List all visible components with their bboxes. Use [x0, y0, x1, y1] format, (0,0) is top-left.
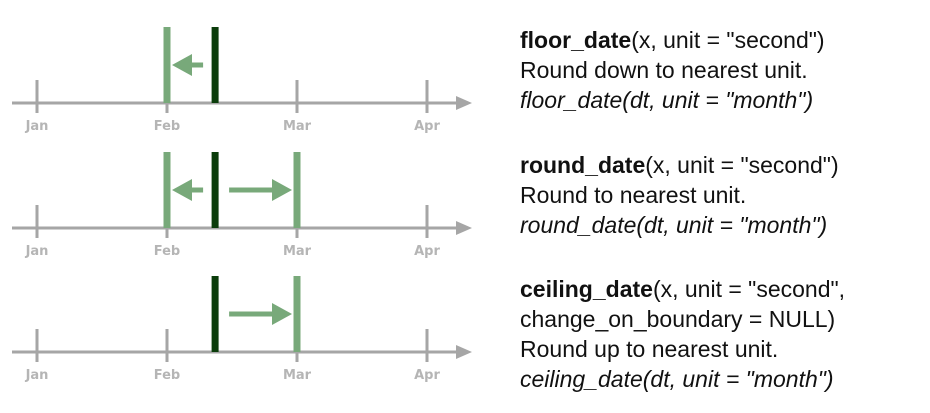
round-date-description: round_date(x, unit = "second") Round to … — [520, 150, 925, 240]
axis-arrowhead — [456, 345, 472, 359]
tick-label: Apr — [414, 368, 440, 383]
ceiling-date-signature: ceiling_date(x, unit = "second", — [520, 274, 925, 304]
arrow-right-head — [272, 303, 292, 325]
function-args-continued: change_on_boundary = NULL) — [520, 306, 836, 332]
function-description: Round up to nearest unit. — [520, 336, 779, 362]
tick-label: Apr — [414, 244, 440, 259]
axis-arrowhead — [456, 221, 472, 235]
function-args: (x, unit = "second") — [631, 27, 825, 53]
ceiling-date-description: ceiling_date(x, unit = "second", change_… — [520, 274, 925, 394]
function-description: Round to nearest unit. — [520, 182, 747, 208]
tick-label: Feb — [154, 244, 180, 259]
tick-label: Jan — [25, 119, 49, 134]
function-example: ceiling_date(dt, unit = "month") — [520, 366, 834, 392]
arrow-right-head — [272, 179, 292, 201]
tick-label: Apr — [414, 119, 440, 134]
tick-label: Feb — [154, 368, 180, 383]
function-example: floor_date(dt, unit = "month") — [520, 87, 814, 113]
tick-label: Jan — [25, 368, 49, 383]
function-name: floor_date — [520, 27, 632, 53]
function-args: (x, unit = "second") — [645, 152, 839, 178]
tick-label: Feb — [154, 119, 180, 134]
round-date-signature: round_date(x, unit = "second") — [520, 150, 925, 180]
function-args: (x, unit = "second", — [652, 276, 846, 302]
function-example: round_date(dt, unit = "month") — [520, 212, 828, 238]
tick-label: Mar — [283, 244, 312, 259]
arrow-left-head — [172, 179, 192, 201]
function-name: round_date — [520, 152, 646, 178]
function-description: Round down to nearest unit. — [520, 57, 808, 83]
floor-date-signature: floor_date(x, unit = "second") — [520, 25, 925, 55]
function-name: ceiling_date — [520, 276, 653, 302]
floor-date-description: floor_date(x, unit = "second") Round dow… — [520, 25, 925, 115]
tick-label: Mar — [283, 119, 312, 134]
tick-label: Mar — [283, 368, 312, 383]
arrow-left-head — [172, 54, 192, 76]
tick-label: Jan — [25, 244, 49, 259]
axis-arrowhead — [456, 96, 472, 110]
